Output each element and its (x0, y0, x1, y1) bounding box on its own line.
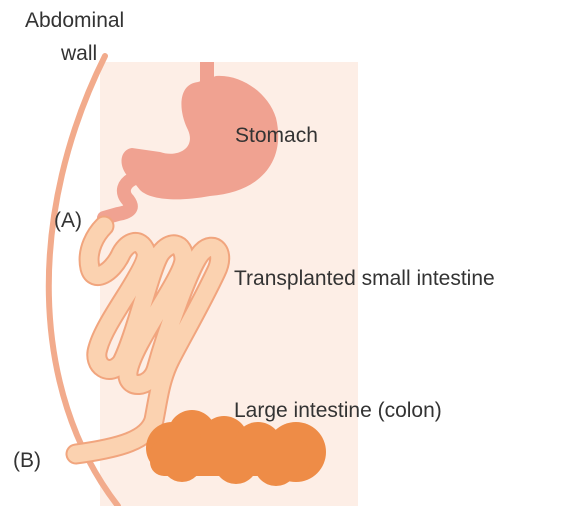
abdominal-wall-label-line1: Abdominal (25, 9, 124, 32)
point-a-label: (A) (54, 209, 82, 232)
abdominal-wall-label-line2: wall (60, 42, 97, 65)
point-b-label: (B) (13, 449, 41, 472)
stomach-label: Stomach (235, 124, 318, 147)
large-intestine-label: Large intestine (colon) (234, 399, 442, 422)
small-intestine-label: Transplanted small intestine (234, 267, 495, 290)
